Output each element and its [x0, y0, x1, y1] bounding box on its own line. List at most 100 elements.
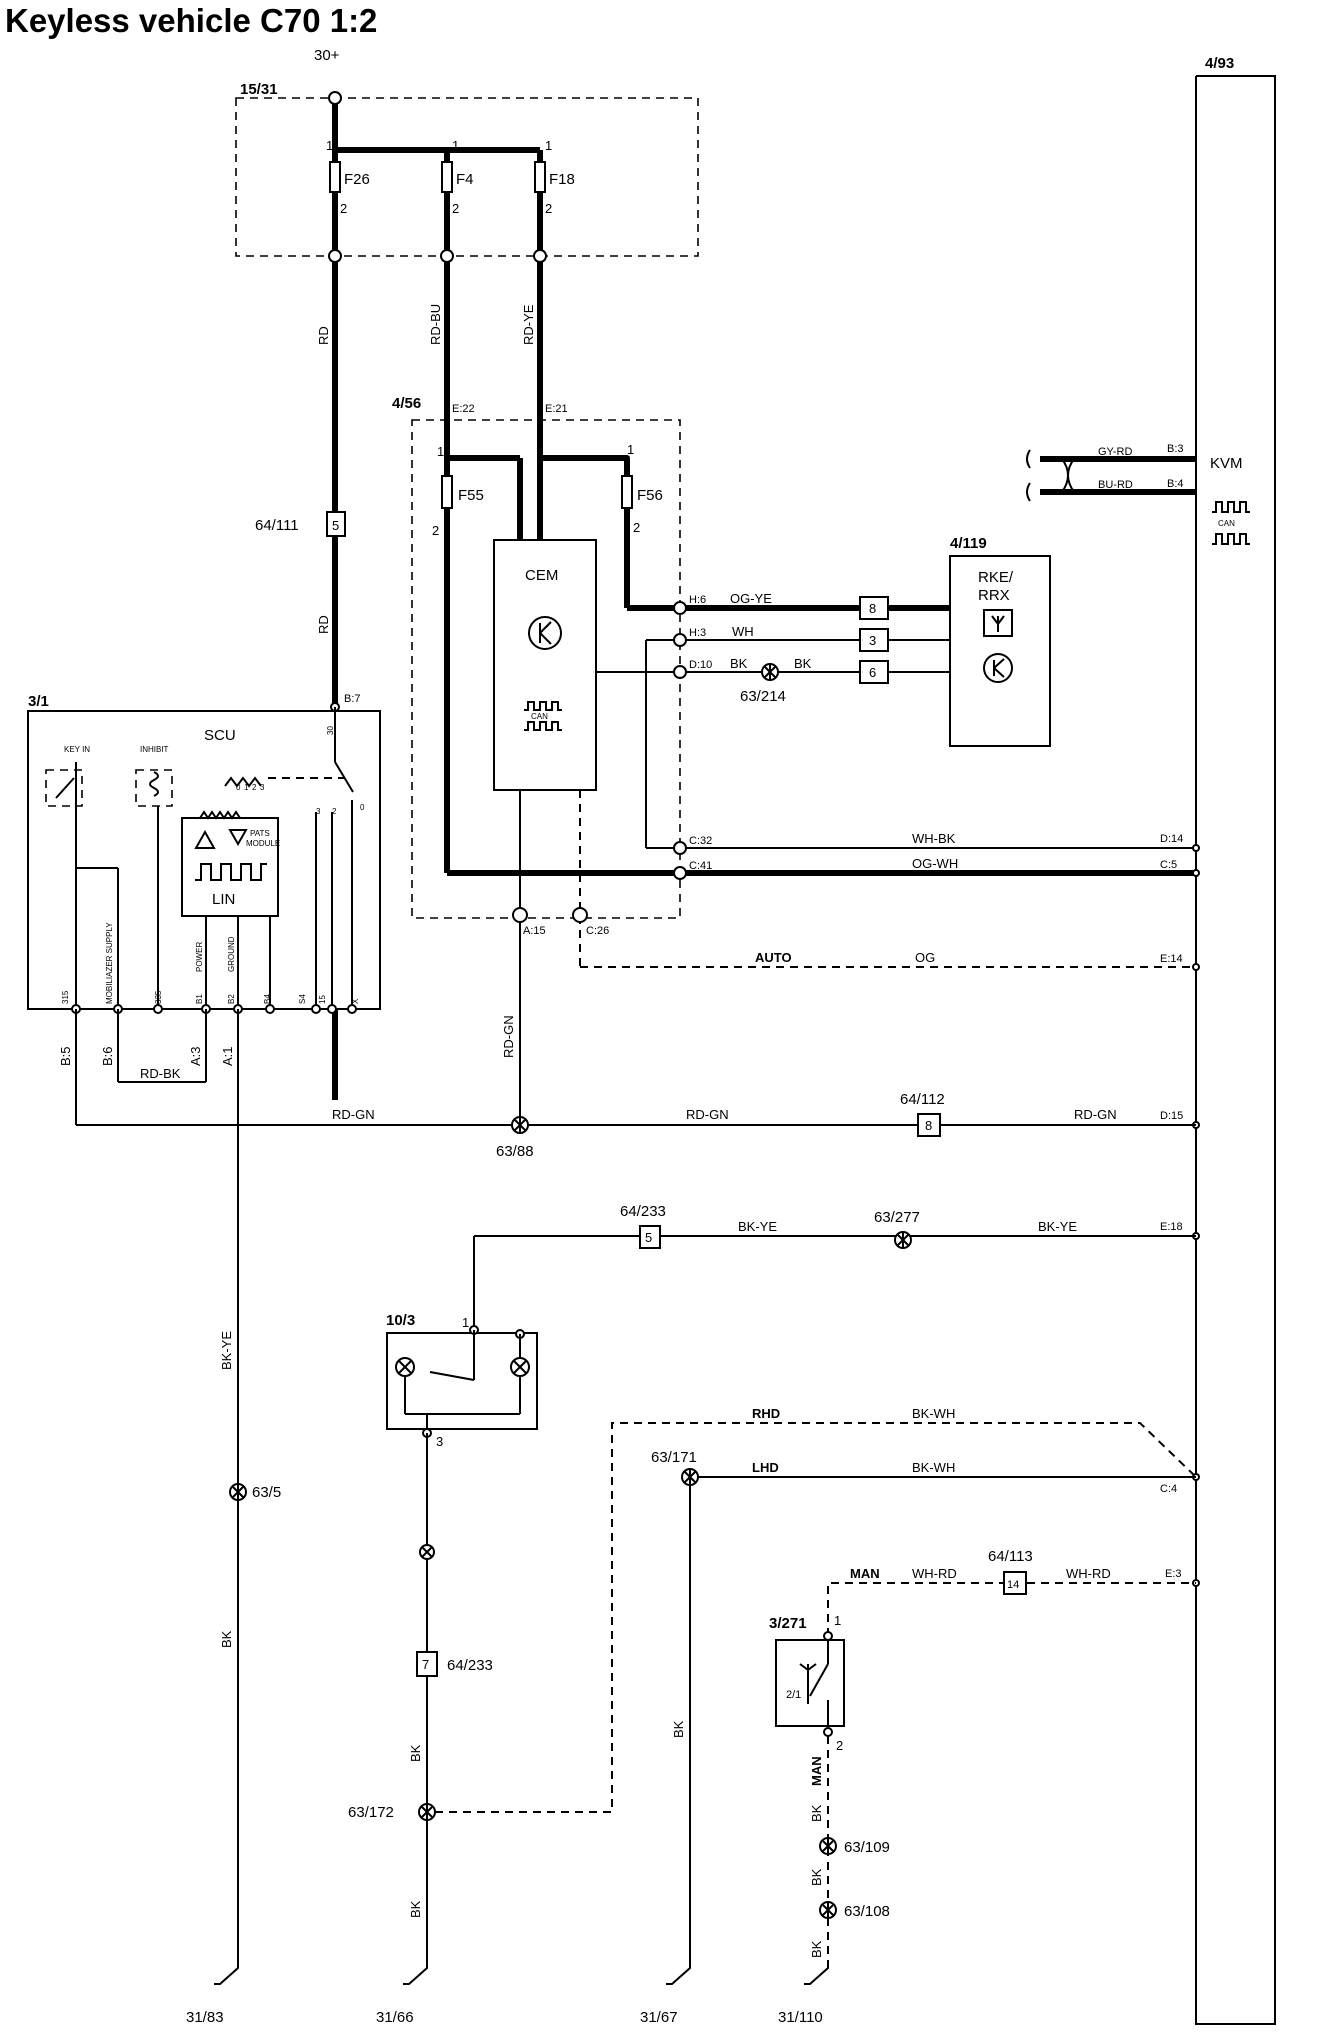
lin-signal-icon	[195, 863, 267, 881]
scu-internal-s4: S4	[298, 994, 307, 1004]
scu-3-1-id: 3/1	[28, 693, 49, 710]
wire-label-bk-5: BK	[809, 1804, 824, 1822]
fuse-f18-label: F18	[549, 171, 575, 188]
fusebox-15-31-id: 15/31	[240, 81, 278, 98]
pin-d10: D:10	[689, 659, 712, 671]
svg-text:2: 2	[432, 523, 439, 538]
ground-31-67-icon	[666, 1962, 691, 1985]
wire-label-og-ye: OG-YE	[730, 591, 772, 606]
ground-31-83: 31/83	[186, 2009, 224, 2026]
svg-text:2: 2	[252, 783, 257, 792]
scu-pin-b6: B:6	[100, 1046, 115, 1066]
warning-icon	[194, 829, 216, 849]
scu-internal-b4: B4	[263, 994, 272, 1004]
kvm-can-icon: CAN	[1212, 501, 1250, 545]
switch-3-271-inner: 2/1	[786, 1689, 801, 1701]
scu-pin-a1: A:1	[220, 1046, 235, 1066]
wire-label-bk-4: BK	[671, 1720, 686, 1738]
wire-label-wh: WH	[732, 624, 754, 639]
splice-63-172-label: 63/172	[348, 1804, 394, 1821]
wire-label-rd-gn-3: RD-GN	[1074, 1107, 1117, 1122]
connector-64-233-a	[639, 1225, 661, 1249]
fuse-f26: 1 2 F26	[326, 138, 370, 216]
kvm-pin-e14: E:14	[1160, 953, 1183, 965]
connector-64-233-b-id: 64/233	[447, 1657, 493, 1674]
wire-label-bk-7: BK	[809, 1940, 824, 1958]
scu-label-module: MODULE	[246, 839, 280, 848]
scu-pin-a3: A:3	[188, 1046, 203, 1066]
scu-label-ground: GROUND	[227, 936, 236, 972]
scu-label-power: POWER	[195, 942, 204, 972]
scu-internal-mobiliazer: MOBILIAZER SUPPLY	[105, 922, 114, 1004]
wire-label-wh-rd-1: WH-RD	[912, 1566, 957, 1581]
splice-63-214-label: 63/214	[740, 688, 786, 705]
kvm-pin-b4: B:4	[1167, 478, 1184, 490]
switch-10-3-id: 10/3	[386, 1312, 415, 1329]
svg-text:1: 1	[545, 138, 552, 153]
ground-31-66-icon	[403, 1962, 428, 1985]
supply-30-label: 30+	[314, 47, 340, 64]
node-d10	[673, 665, 687, 679]
node-h3	[673, 633, 687, 647]
ground-31-83-icon	[214, 1962, 239, 1985]
cem-can-icon: CAN	[524, 701, 562, 731]
node-30-supply	[328, 91, 342, 105]
cem-can-label: CAN	[531, 712, 548, 721]
fuse-f55-label: F55	[458, 487, 484, 504]
switch-3-271-id: 3/271	[769, 1615, 807, 1632]
splice-63-214	[761, 663, 779, 681]
pin-h3: H:3	[689, 627, 706, 639]
splice-63-109	[819, 1837, 837, 1855]
scu-pin-b5: B:5	[58, 1046, 73, 1066]
kvm-can-label: CAN	[1218, 519, 1235, 528]
wire-label-rd-gn-vertical: RD-GN	[501, 1015, 516, 1058]
wire-label-bk-2: BK	[408, 1744, 423, 1762]
svg-text:1: 1	[437, 444, 444, 459]
splice-63-109-label: 63/109	[844, 1839, 890, 1856]
antenna-icon	[983, 609, 1013, 637]
wire-label-rd-gn-1: RD-GN	[332, 1107, 375, 1122]
svg-text:1: 1	[326, 138, 333, 153]
wire-label-wh-bk: WH-BK	[912, 831, 956, 846]
wire-label-bk-ye-1: BK-YE	[738, 1219, 777, 1234]
cem-transistor-icon	[528, 616, 562, 650]
wire-label-rd-gn-2: RD-GN	[686, 1107, 729, 1122]
connector-64-113	[1003, 1571, 1027, 1595]
scu-pin-b7: B:7	[344, 693, 361, 705]
scu-label-keyin: KEY IN	[64, 745, 90, 754]
rke-name-line1: RKE/	[978, 569, 1014, 586]
node-f4-out	[440, 249, 454, 263]
svg-text:1: 1	[244, 783, 249, 792]
fuse-f55: 1 2 F55	[432, 444, 484, 538]
rke-transistor-icon	[983, 653, 1013, 683]
scu-internal-x: X	[351, 998, 360, 1004]
kvm-pin-e3: E:3	[1165, 1568, 1182, 1580]
connector-64-111-pin: 5	[332, 518, 339, 533]
node-h6	[673, 601, 687, 615]
wire-label-bk-wh-lhd: BK-WH	[912, 1460, 955, 1475]
splice-63-5-label: 63/5	[252, 1484, 281, 1501]
node-f26-out	[328, 249, 342, 263]
wire-label-bu-rd: BU-RD	[1098, 479, 1133, 491]
kvm-pin-e18: E:18	[1160, 1221, 1183, 1233]
pats-triangle-icon	[228, 829, 248, 847]
wire-label-og-wh: OG-WH	[912, 856, 958, 871]
svg-text:0: 0	[236, 783, 241, 792]
connector-64-111	[326, 511, 346, 537]
svg-text:2: 2	[452, 201, 459, 216]
cem-4-56-outline	[411, 419, 681, 919]
wire-label-rd-bu: RD-BU	[428, 304, 443, 345]
connector-64-112-id: 64/112	[900, 1091, 945, 1108]
signal-auto: AUTO	[755, 950, 792, 965]
kvm-pin-d15: D:15	[1160, 1110, 1183, 1122]
kvm-pin-d14: D:14	[1160, 833, 1183, 845]
scu-internal-b1: B1	[195, 994, 204, 1004]
svg-text:2: 2	[332, 807, 337, 816]
svg-text:3: 3	[260, 783, 265, 792]
pin-c26: C:26	[586, 925, 609, 937]
scu-keyin-switch	[45, 769, 83, 807]
cem-box	[493, 539, 597, 791]
svg-text:3: 3	[316, 807, 321, 816]
scu-lin-label: LIN	[212, 891, 235, 908]
